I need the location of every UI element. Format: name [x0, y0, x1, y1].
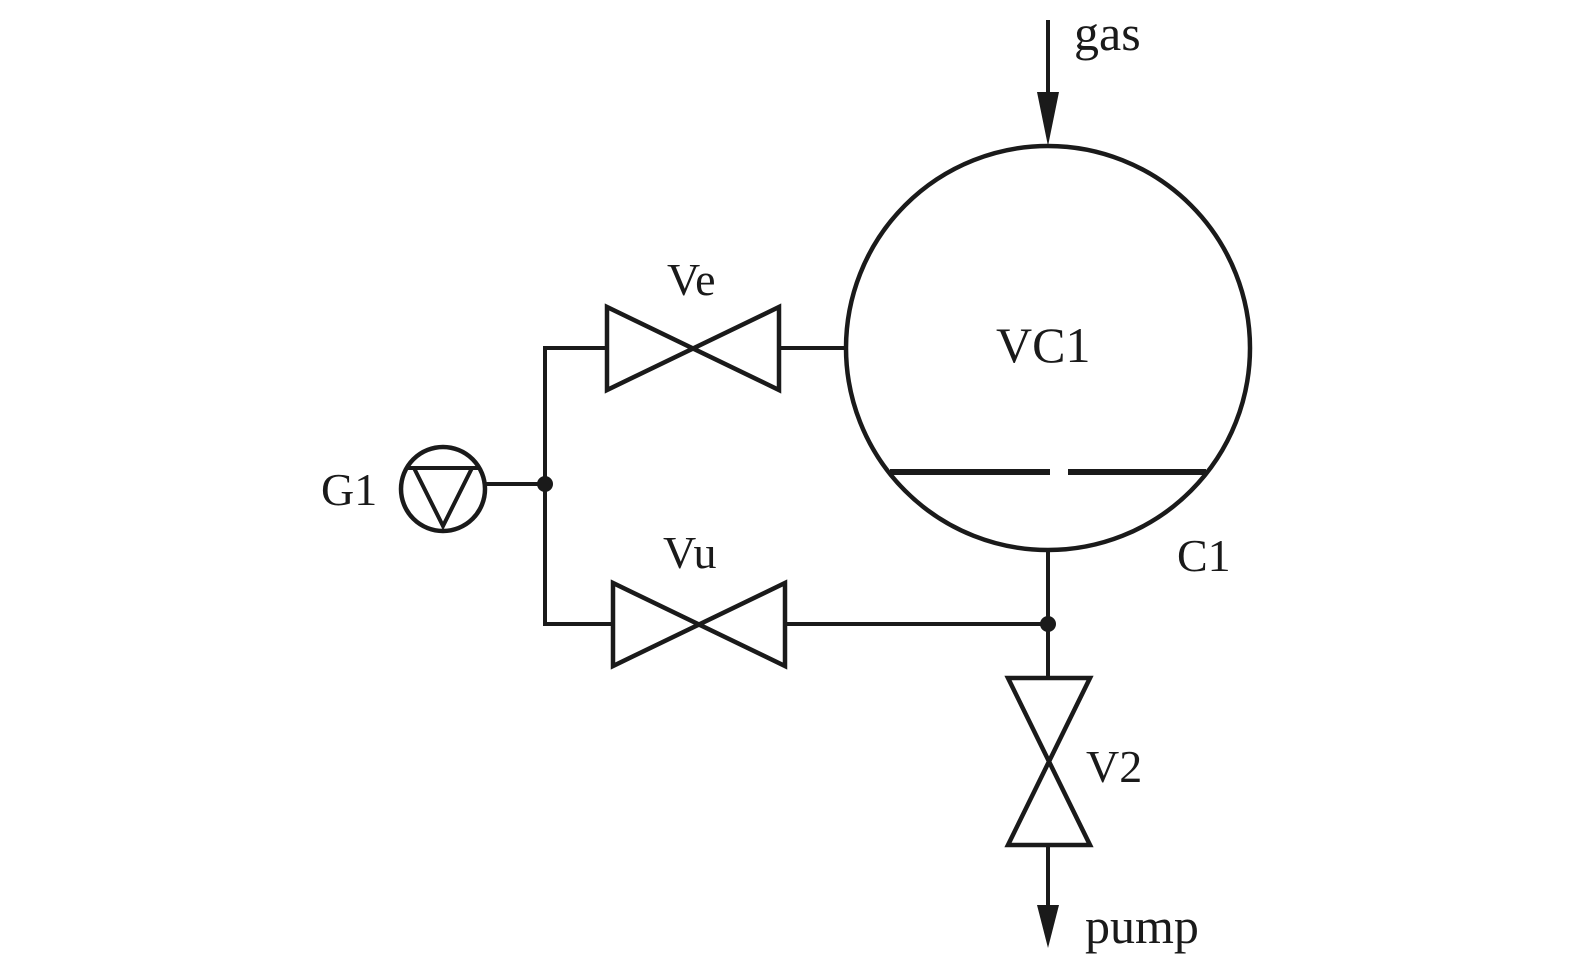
vc1-label: VC1: [996, 317, 1090, 373]
vu-label: Vu: [663, 527, 716, 578]
pump-label: pump: [1085, 898, 1199, 954]
valve-ve-icon: [604, 303, 782, 394]
g1-label: G1: [321, 464, 377, 515]
pump-outlet: [1037, 845, 1059, 948]
gas-label: gas: [1074, 5, 1141, 61]
gauge-g1-icon: [398, 444, 488, 534]
c1-label: C1: [1177, 530, 1231, 581]
gas-inlet-arrow-icon: [1037, 92, 1059, 146]
gauge-manifold-pipe: [543, 346, 613, 626]
gas-inlet: [1037, 20, 1059, 146]
valve-v2-icon: [1004, 675, 1094, 848]
ve-label: Ve: [667, 254, 716, 305]
v2-label: V2: [1086, 741, 1142, 792]
valve-vu-icon: [610, 579, 788, 670]
pump-outlet-arrow-icon: [1037, 905, 1059, 948]
